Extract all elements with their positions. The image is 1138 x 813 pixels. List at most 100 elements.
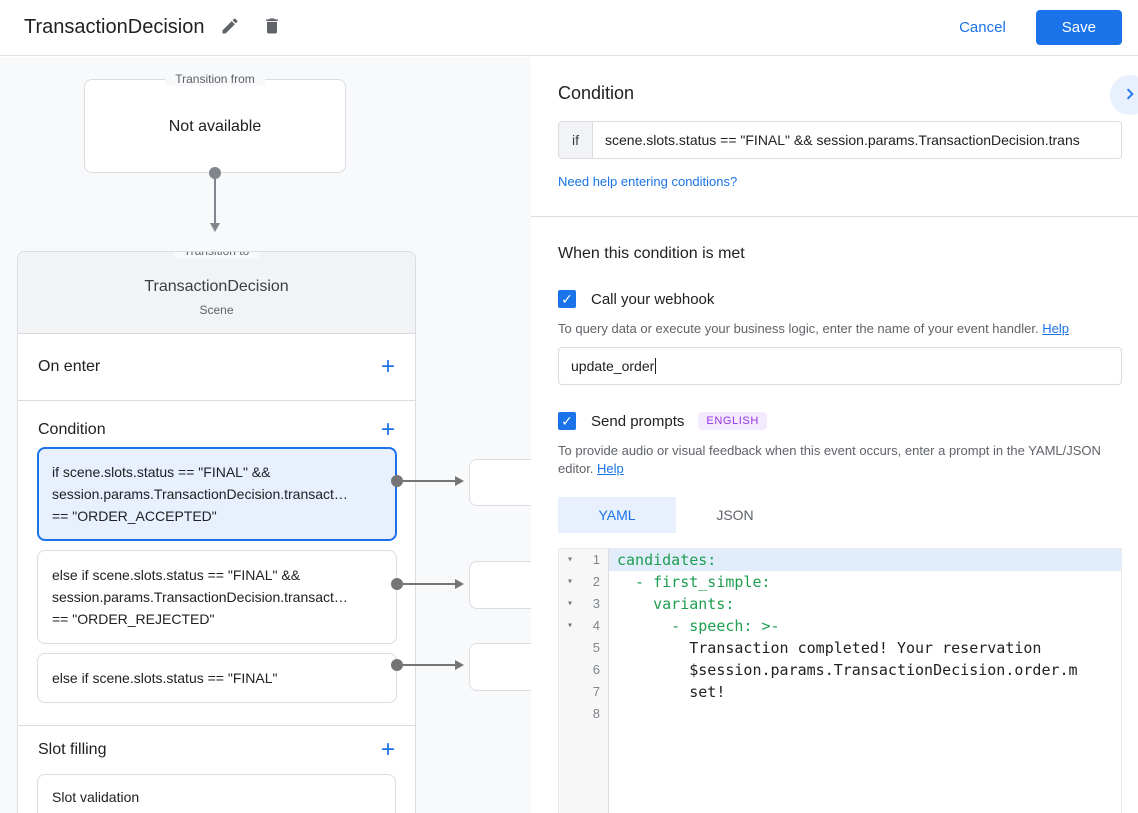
panel-title: Condition <box>558 83 635 103</box>
fold-toggle-icon[interactable]: ▾ <box>559 549 581 571</box>
transition-target-box[interactable] <box>469 643 531 691</box>
scene-header: TransactionDecision Scene <box>18 252 415 334</box>
condition-item-line: == "ORDER_REJECTED" <box>52 611 215 627</box>
editor-line[interactable]: 7 set! <box>559 681 1121 703</box>
line-number: 8 <box>581 703 609 725</box>
condition-item[interactable]: else if scene.slots.status == "FINAL" &&… <box>37 550 397 644</box>
cancel-button[interactable]: Cancel <box>943 11 1022 44</box>
arrow-right-icon <box>455 476 464 486</box>
collapse-panel-button[interactable] <box>1110 75 1138 115</box>
fold-toggle-icon[interactable]: ▾ <box>559 615 581 637</box>
webhook-checkbox[interactable]: ✓ <box>558 290 576 308</box>
language-badge: ENGLISH <box>698 412 767 430</box>
edit-scene-button[interactable] <box>214 10 246 45</box>
code-text: Transaction completed! Your reservation <box>617 639 1042 657</box>
editor-line[interactable]: ▾3 variants: <box>559 593 1121 615</box>
condition-expression-row: if scene.slots.status == "FINAL" && sess… <box>558 121 1122 159</box>
fold-gutter <box>559 681 581 703</box>
webhook-checkbox-row: ✓ Call your webhook <box>558 290 1122 308</box>
add-icon: + <box>380 416 395 443</box>
webhook-handler-input[interactable]: update_order <box>558 347 1122 385</box>
fold-toggle-icon[interactable]: ▾ <box>559 571 581 593</box>
webhook-help-link[interactable]: Help <box>1042 321 1069 336</box>
tab-json[interactable]: JSON <box>676 497 794 533</box>
transition-to-label: Transition to <box>173 252 260 258</box>
condition-expression-input[interactable]: scene.slots.status == "FINAL" && session… <box>605 132 1080 148</box>
condition-items: if scene.slots.status == "FINAL" && sessi… <box>18 445 415 726</box>
prompts-description: To provide audio or visual feedback when… <box>558 442 1118 478</box>
add-condition-button[interactable]: + <box>381 418 395 442</box>
when-met-section: When this condition is met ✓ Call your w… <box>531 217 1138 813</box>
code-area[interactable] <box>609 725 1121 813</box>
fold-gutter <box>559 703 581 725</box>
line-number: 2 <box>581 571 609 593</box>
condition-item-line: == "ORDER_ACCEPTED" <box>52 508 217 524</box>
line-number: 7 <box>581 681 609 703</box>
fold-toggle-icon[interactable]: ▾ <box>559 593 581 615</box>
line-number: 4 <box>581 615 609 637</box>
connector-line <box>214 177 216 223</box>
add-on-enter-button[interactable]: + <box>381 355 395 379</box>
code-text: set! <box>617 683 726 701</box>
code-text: $session.params.TransactionDecision.orde… <box>617 661 1078 679</box>
webhook-label: Call your webhook <box>591 290 715 308</box>
line-number: 6 <box>581 659 609 681</box>
connector-line <box>403 664 457 666</box>
slot-validation-label: Slot validation <box>52 789 140 805</box>
delete-scene-button[interactable] <box>256 10 288 45</box>
editor-line[interactable]: 8 <box>559 703 1121 725</box>
editor-gutter-filler <box>559 725 1121 813</box>
tab-yaml[interactable]: YAML <box>558 497 676 533</box>
arrow-down-icon <box>210 223 220 232</box>
code-text <box>609 703 1121 725</box>
add-slot-button[interactable]: + <box>381 738 395 762</box>
transition-from-content: Not available <box>168 118 262 135</box>
save-button[interactable]: Save <box>1035 10 1122 45</box>
webhook-description-text: To query data or execute your business l… <box>558 321 1039 336</box>
editor-line[interactable]: ▾4 - speech: >- <box>559 615 1121 637</box>
connector-dot <box>391 659 403 671</box>
trash-icon <box>262 16 282 39</box>
code-text: variants: <box>617 595 735 613</box>
on-enter-label: On enter <box>38 358 101 375</box>
connector-line <box>403 480 457 482</box>
if-prefix-label: if <box>559 122 593 158</box>
pencil-icon <box>220 16 240 39</box>
prompts-help-link[interactable]: Help <box>597 461 624 476</box>
webhook-handler-value: update_order <box>571 358 655 374</box>
condition-item[interactable]: if scene.slots.status == "FINAL" && sessi… <box>37 447 397 541</box>
condition-detail-panel: Condition if scene.slots.status == "FINA… <box>531 57 1138 813</box>
editor-line[interactable]: 5 Transaction completed! Your reservatio… <box>559 637 1121 659</box>
fold-gutter <box>559 725 581 813</box>
check-icon: ✓ <box>561 291 573 307</box>
on-enter-section[interactable]: On enter + <box>18 334 415 401</box>
connector-dot <box>209 167 221 179</box>
condition-item-line: if scene.slots.status == "FINAL" && <box>52 464 271 480</box>
slot-validation-item[interactable]: Slot validation <box>37 774 396 813</box>
arrow-right-icon <box>455 579 464 589</box>
webhook-description: To query data or execute your business l… <box>558 320 1118 338</box>
condition-item[interactable]: else if scene.slots.status == "FINAL" <box>37 653 397 703</box>
add-icon: + <box>380 736 395 763</box>
slot-filling-label: Slot filling <box>38 741 107 758</box>
chevron-right-icon <box>1119 83 1138 108</box>
transition-target-box[interactable] <box>469 459 531 506</box>
scene-type: Scene <box>199 303 234 317</box>
connector-dot <box>391 578 403 590</box>
slot-filling-section[interactable]: Slot filling + <box>18 726 415 774</box>
transition-target-box[interactable] <box>469 561 531 609</box>
prompts-checkbox[interactable]: ✓ <box>558 412 576 430</box>
fold-gutter <box>559 637 581 659</box>
line-number: 1 <box>581 549 609 571</box>
condition-item-line: session.params.TransactionDecision.trans… <box>52 589 348 605</box>
condition-item-line: session.params.TransactionDecision.trans… <box>52 486 348 502</box>
condition-help-link[interactable]: Need help entering conditions? <box>558 174 738 189</box>
scene-name: TransactionDecision <box>144 278 289 295</box>
top-bar: TransactionDecision Cancel Save <box>0 0 1138 56</box>
editor-line[interactable]: 6 $session.params.TransactionDecision.or… <box>559 659 1121 681</box>
scene-diagram-canvas: Transition from Not available Transition… <box>0 57 531 813</box>
line-number: 3 <box>581 593 609 615</box>
editor-line[interactable]: ▾2 - first_simple: <box>559 571 1121 593</box>
